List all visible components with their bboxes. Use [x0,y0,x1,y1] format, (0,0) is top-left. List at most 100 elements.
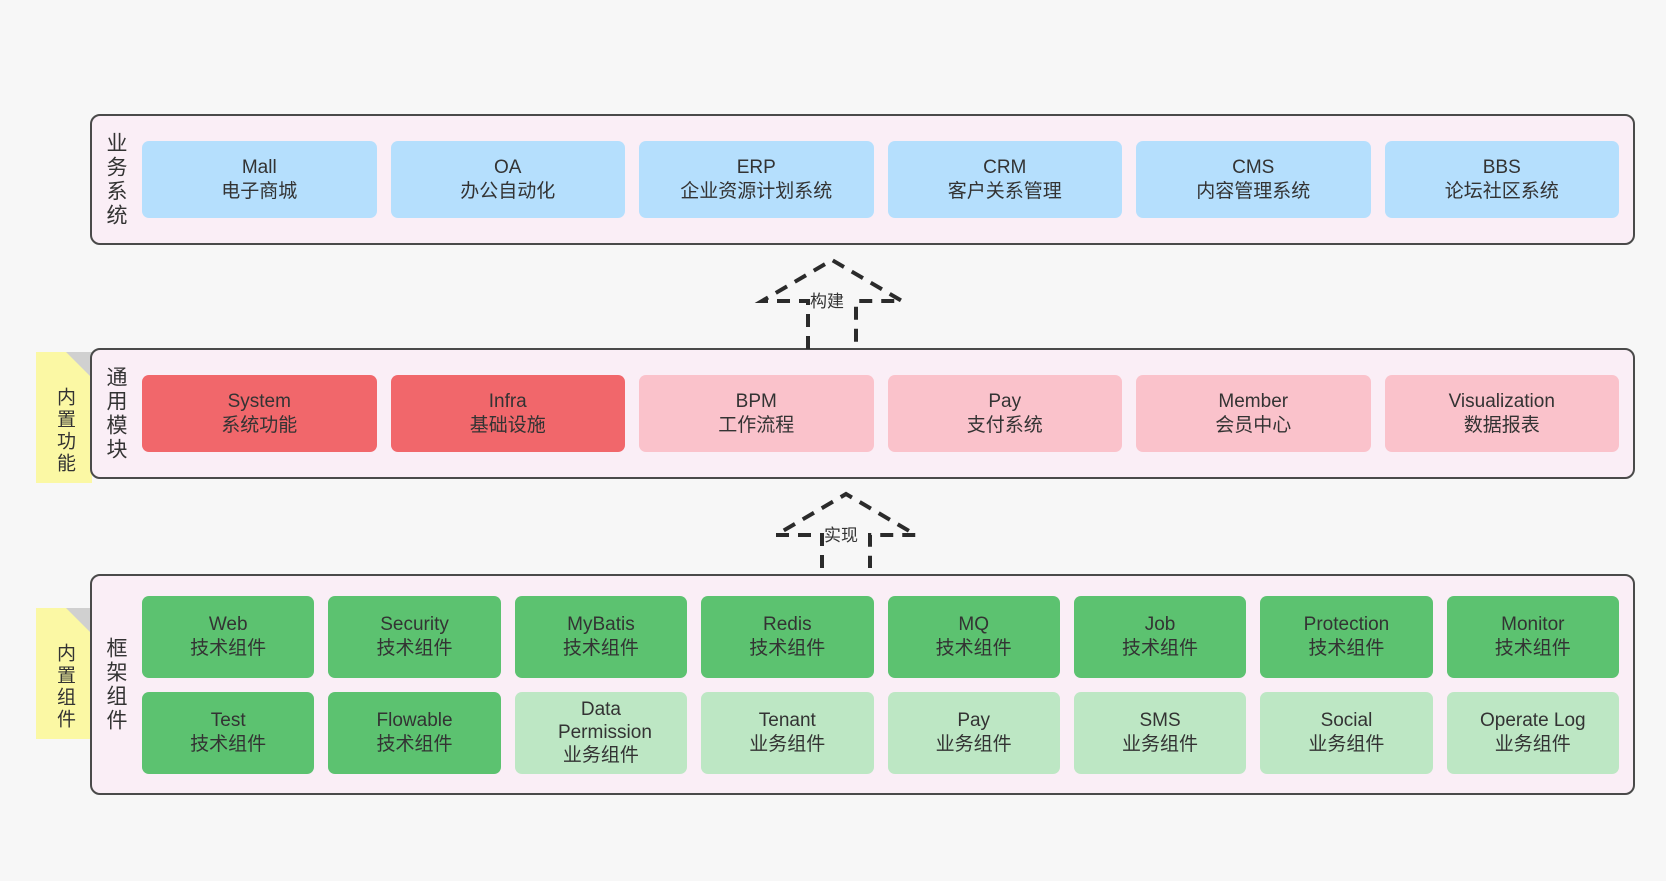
dashed-hollow-arrow-up-icon [754,257,910,349]
node-subtitle: 技术组件 [376,637,453,659]
layer-title-framework-components: 框架组件 [104,636,128,733]
node-member[interactable]: Member 会员中心 [1136,375,1371,452]
node-subtitle: 电子商城 [221,180,298,202]
node-oa[interactable]: OA 办公自动化 [390,141,625,218]
node-title: Mall [241,157,277,179]
node-data-permission[interactable]: Data Permission 业务组件 [514,691,688,774]
node-subtitle: 技术组件 [749,637,826,659]
node-protection[interactable]: Protection 技术组件 [1260,595,1433,678]
node-title: Security [380,614,449,636]
node-title: Tenant [758,710,816,732]
node-subtitle: 技术组件 [562,637,639,659]
node-subtitle: 企业资源计划系统 [680,180,833,202]
node-subtitle: 业务组件 [935,733,1012,755]
node-title: BBS [1482,157,1521,179]
node-sms[interactable]: SMS 业务组件 [1073,691,1247,774]
node-subtitle: 技术组件 [1122,637,1199,659]
node-subtitle: 会员中心 [1215,414,1292,436]
layer-row: Web 技术组件 Security 技术组件 MyBatis 技术组件 Redi… [142,595,1619,678]
node-subtitle: 办公自动化 [460,180,556,202]
node-subtitle: 支付系统 [966,414,1043,436]
layer-title-business-systems: 业务系统 [104,131,128,228]
node-pay-component[interactable]: Pay 业务组件 [887,691,1060,774]
node-cms[interactable]: CMS 内容管理系统 [1136,141,1371,218]
layer-body-business-systems: Mall 电子商城 OA 办公自动化 ERP 企业资源计划系统 CRM 客户关系… [138,116,1633,243]
node-visualization[interactable]: Visualization 数据报表 [1384,375,1619,452]
layer-title-common-modules: 通用模块 [104,365,128,462]
node-mq[interactable]: MQ 技术组件 [887,595,1060,678]
node-social[interactable]: Social 业务组件 [1260,691,1433,774]
layer-row: Mall 电子商城 OA 办公自动化 ERP 企业资源计划系统 CRM 客户关系… [142,141,1619,218]
node-pay-module[interactable]: Pay 支付系统 [887,375,1122,452]
node-subtitle: 业务组件 [1308,733,1385,755]
node-infra[interactable]: Infra 基础设施 [390,375,625,452]
node-title: Web [208,614,248,636]
node-tenant[interactable]: Tenant 业务组件 [701,691,874,774]
node-subtitle: 客户关系管理 [947,180,1062,202]
node-monitor[interactable]: Monitor 技术组件 [1446,595,1619,678]
node-security[interactable]: Security 技术组件 [328,595,501,678]
sticky-note-builtin-functions: 内置功能 [36,352,92,483]
node-title: System [227,391,291,413]
node-subtitle: 技术组件 [1308,637,1385,659]
connector-implement: 实现 [766,489,926,569]
node-title: Infra [488,391,527,413]
node-title: Visualization [1448,391,1555,413]
layer-business-systems: 业务系统 Mall 电子商城 OA 办公自动化 ERP 企业资源计划系统 CRM… [90,114,1635,245]
node-redis[interactable]: Redis 技术组件 [701,595,874,678]
node-title: CMS [1232,157,1275,179]
sticky-note-label: 内置组件 [53,642,75,731]
node-title: Operate Log [1479,710,1586,732]
node-title: Protection [1303,614,1390,636]
node-subtitle: 内容管理系统 [1196,180,1311,202]
node-subtitle: 技术组件 [1494,637,1571,659]
node-subtitle: 数据报表 [1463,414,1540,436]
node-bbs[interactable]: BBS 论坛社区系统 [1384,141,1619,218]
node-web[interactable]: Web 技术组件 [142,595,315,678]
note-fold-corner-icon [66,352,92,378]
node-title: BPM [735,391,777,413]
node-title: SMS [1139,710,1181,732]
layer-framework-components: 框架组件 Web 技术组件 Security 技术组件 MyBatis 技术组件… [90,574,1635,795]
node-subtitle: 技术组件 [190,733,267,755]
node-subtitle: 技术组件 [935,637,1012,659]
node-test[interactable]: Test 技术组件 [142,691,315,774]
node-mall[interactable]: Mall 电子商城 [142,141,377,218]
layer-common-modules: 通用模块 System 系统功能 Infra 基础设施 BPM 工作流程 Pay… [90,348,1635,479]
node-system[interactable]: System 系统功能 [142,375,377,452]
node-subtitle: 技术组件 [190,637,267,659]
connector-build: 构建 [752,255,912,350]
layer-row: Test 技术组件 Flowable 技术组件 Data Permission … [142,691,1619,774]
node-title: MyBatis [567,614,635,636]
node-title: Member [1218,391,1289,413]
node-subtitle: 业务组件 [562,745,639,767]
node-subtitle: 系统功能 [221,414,298,436]
node-title: Flowable [376,710,453,732]
node-title: Data Permission [557,698,652,743]
node-subtitle: 技术组件 [376,733,453,755]
dashed-hollow-arrow-up-icon [768,491,924,568]
layer-body-framework-components: Web 技术组件 Security 技术组件 MyBatis 技术组件 Redi… [138,576,1633,793]
node-flowable[interactable]: Flowable 技术组件 [328,691,501,774]
node-title: Job [1144,614,1176,636]
node-bpm[interactable]: BPM 工作流程 [639,375,874,452]
layer-body-common-modules: System 系统功能 Infra 基础设施 BPM 工作流程 Pay 支付系统… [138,350,1633,477]
node-subtitle: 业务组件 [749,733,826,755]
node-crm[interactable]: CRM 客户关系管理 [887,141,1122,218]
node-title: MQ [958,614,989,636]
sticky-note-builtin-components: 内置组件 [36,608,92,739]
node-title: Pay [988,391,1022,413]
node-mybatis[interactable]: MyBatis 技术组件 [514,595,688,678]
node-subtitle: 业务组件 [1494,733,1571,755]
node-title: OA [494,157,522,179]
node-subtitle: 论坛社区系统 [1444,180,1559,202]
node-erp[interactable]: ERP 企业资源计划系统 [639,141,874,218]
node-subtitle: 业务组件 [1122,733,1199,755]
node-title: ERP [736,157,776,179]
node-operate-log[interactable]: Operate Log 业务组件 [1446,691,1619,774]
node-job[interactable]: Job 技术组件 [1073,595,1247,678]
node-title: Pay [957,710,991,732]
connector-label-build: 构建 [810,292,844,311]
node-subtitle: 基础设施 [469,414,546,436]
node-title: Test [210,710,246,732]
